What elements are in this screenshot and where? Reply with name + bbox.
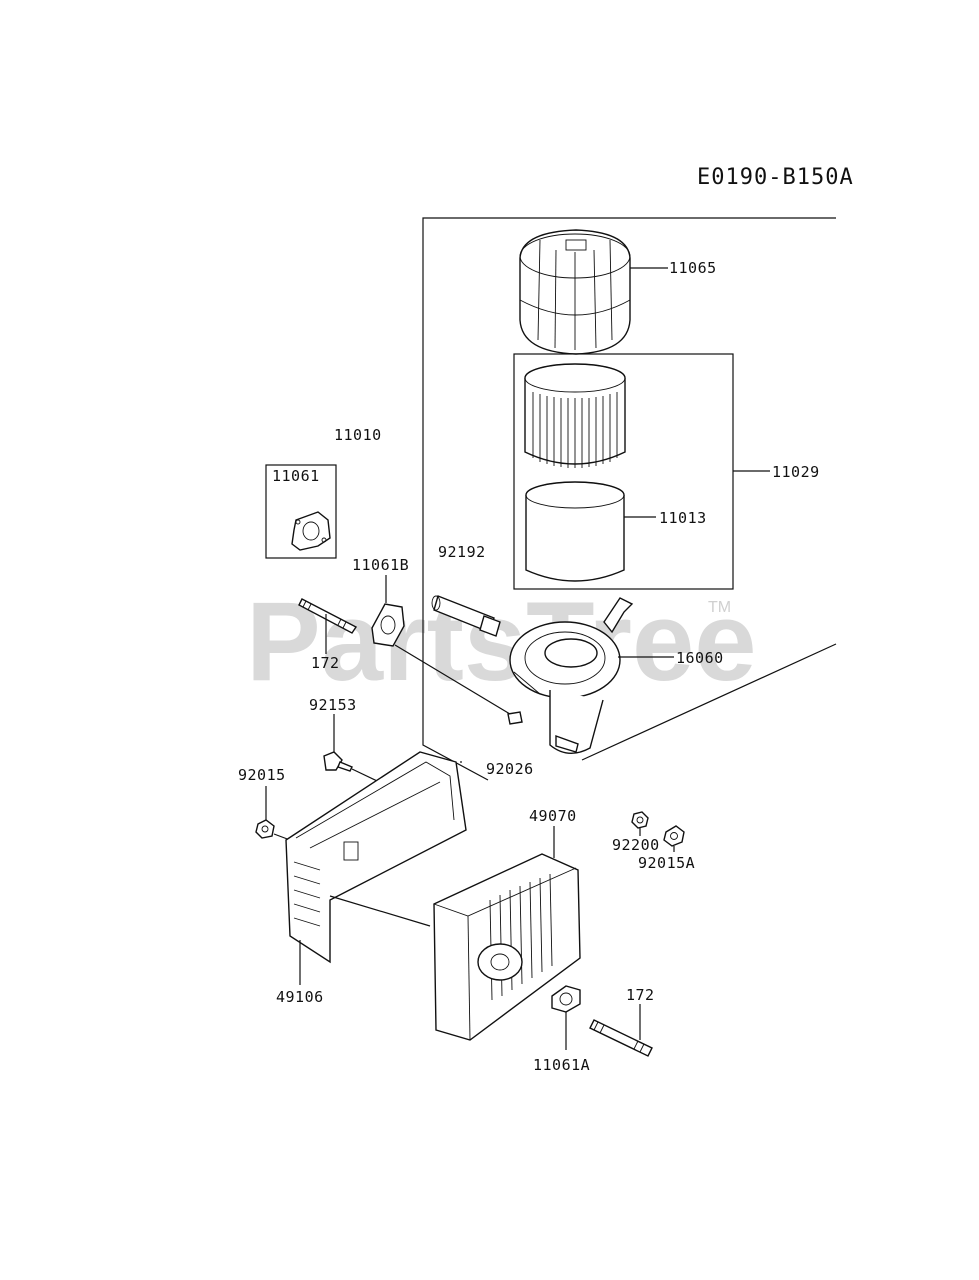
bolt-92153[interactable] <box>323 714 397 791</box>
label-11061a: 11061A <box>533 1056 590 1074</box>
label-92192: 92192 <box>438 543 486 561</box>
label-49106: 49106 <box>276 988 324 1006</box>
label-172-right: 172 <box>626 986 655 1004</box>
watermark: PartsTree <box>246 579 757 704</box>
paper-filter-element <box>524 363 626 468</box>
stud-172-right[interactable] <box>589 1004 653 1057</box>
label-11061: 11061 <box>272 467 320 485</box>
label-11013: 11013 <box>659 509 707 527</box>
pre-cleaner-11013[interactable] <box>525 481 656 582</box>
nut-92200[interactable] <box>631 811 649 836</box>
label-172-left: 172 <box>311 654 340 672</box>
collar-92026[interactable] <box>460 711 523 763</box>
air-filter-element-set-11029[interactable] <box>513 353 770 590</box>
air-cleaner-base-16060[interactable] <box>509 597 674 754</box>
breather-tube-92192[interactable] <box>431 595 501 637</box>
label-92200: 92200 <box>612 836 660 854</box>
muffler-cover-49106[interactable] <box>285 751 467 985</box>
diagram-code: E0190-B150A <box>697 165 854 190</box>
label-92153: 92153 <box>309 696 357 714</box>
label-11010: 11010 <box>334 426 382 444</box>
watermark-trademark: TM <box>708 599 731 616</box>
gasket-11061b[interactable] <box>371 575 511 715</box>
nut-92015a[interactable] <box>663 825 685 852</box>
label-11061b: 11061B <box>352 556 409 574</box>
gasket-11061-inset[interactable] <box>265 464 337 559</box>
gasket-11061a[interactable] <box>551 985 581 1050</box>
label-11029: 11029 <box>772 463 820 481</box>
stud-172-left[interactable] <box>298 598 358 654</box>
label-11065: 11065 <box>669 259 717 277</box>
muffler-49070[interactable] <box>433 826 581 1041</box>
label-49070: 49070 <box>529 807 577 825</box>
label-92015: 92015 <box>238 766 286 784</box>
label-92015a: 92015A <box>638 854 695 872</box>
label-92026: 92026 <box>486 760 534 778</box>
nut-92015[interactable] <box>255 786 291 841</box>
label-16060: 16060 <box>676 649 724 667</box>
air-cleaner-cover-11065[interactable] <box>519 229 668 355</box>
